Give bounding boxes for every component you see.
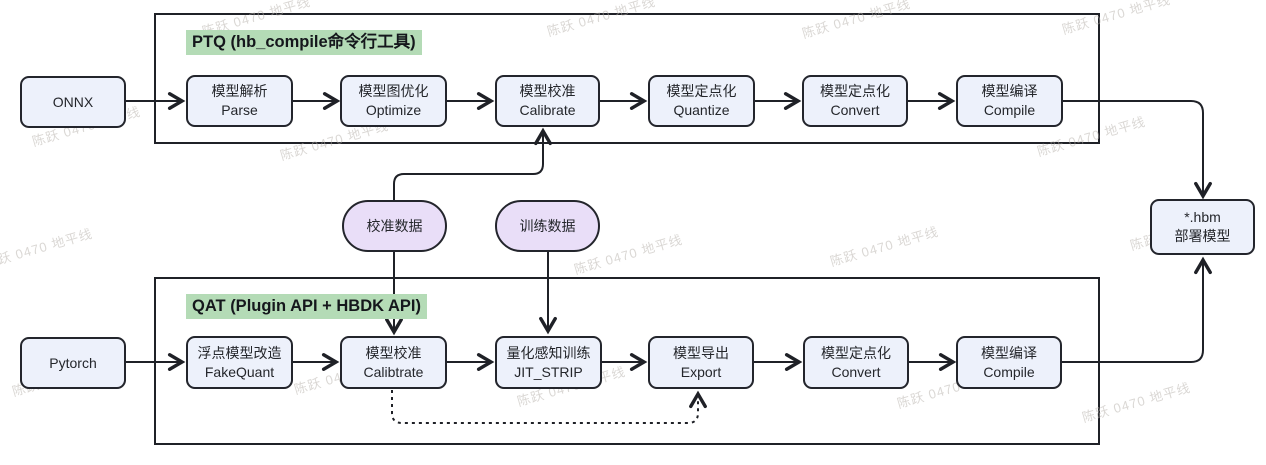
node-label-en: Calibtrate (363, 363, 424, 380)
node-label-cn: 模型编译 (981, 344, 1037, 361)
node-label-en: Calibrate (519, 102, 576, 118)
node-qat-convert: 模型定点化 Convert (803, 336, 909, 389)
node-label-en: Convert (831, 363, 881, 380)
node-label-cn: 模型编译 (981, 83, 1038, 99)
node-label-cn: 量化感知训练 (506, 344, 591, 361)
node-label-en: Convert (830, 102, 880, 118)
node-label-en: Compile (983, 363, 1035, 380)
node-label-cn: 模型解析 (211, 83, 268, 99)
node-pytorch: Pytorch (20, 337, 126, 389)
node-label-cn: 模型校准 (519, 83, 576, 99)
node-training-data: 训练数据 (495, 200, 600, 252)
node-label-en: Compile (983, 102, 1036, 118)
node-label-cn: 模型导出 (673, 344, 729, 361)
node-label-en: Parse (221, 102, 258, 118)
ptq-title: PTQ (hb_compile命令行工具) (186, 30, 422, 55)
node-label-cn: 浮点模型改造 (197, 344, 282, 361)
node-label: Pytorch (49, 354, 97, 371)
node-label-cn: 模型定点化 (666, 83, 737, 99)
node-ptq-compile: 模型编译 Compile (956, 75, 1063, 127)
node-label: ONNX (52, 93, 94, 110)
node-calibration-data: 校准数据 (342, 200, 447, 252)
arrow-ptq-compile-hbm (1063, 100, 1212, 200)
node-qat-export: 模型导出 Export (648, 336, 754, 389)
node-label-en: Optimize (365, 102, 422, 118)
qat-title: QAT (Plugin API + HBDK API) (186, 294, 428, 319)
node-qat-calibrate: 模型校准 Calibtrate (340, 336, 447, 389)
node-ptq-quantize: 模型定点化 Quantize (648, 75, 755, 127)
node-label-en: JIT_STRIP (514, 363, 583, 380)
node-label-en: Export (680, 363, 722, 380)
arrow-calibdata-ptq-calibrate (393, 127, 552, 200)
node-label-line1: *.hbm (1184, 209, 1221, 225)
node-ptq-calibrate: 模型校准 Calibrate (495, 75, 600, 127)
node-label-cn: 模型图优化 (358, 83, 429, 99)
node-ptq-convert: 模型定点化 Convert (802, 75, 908, 127)
node-label: 训练数据 (519, 217, 576, 234)
ptq-container (154, 13, 1100, 144)
node-label-cn: 模型定点化 (820, 83, 890, 99)
node-label-line2: 部署模型 (1174, 228, 1231, 244)
node-hbm-output: *.hbm 部署模型 (1150, 199, 1255, 255)
node-qat-fakequant: 浮点模型改造 FakeQuant (186, 336, 293, 389)
node-label-cn: 模型校准 (365, 344, 422, 361)
arrow-qat-compile-hbm (1062, 256, 1212, 363)
node-label-en: FakeQuant (204, 363, 275, 380)
node-onnx: ONNX (20, 76, 126, 128)
node-ptq-optimize: 模型图优化 Optimize (340, 75, 447, 127)
node-label: 校准数据 (366, 217, 423, 234)
node-label-en: Quantize (673, 102, 730, 118)
node-label-cn: 模型定点化 (821, 344, 891, 361)
node-qat-compile: 模型编译 Compile (956, 336, 1062, 389)
node-ptq-parse: 模型解析 Parse (186, 75, 293, 127)
node-qat-jitstrip: 量化感知训练 JIT_STRIP (495, 336, 602, 389)
arrow-dashed-calibrate-export (391, 390, 707, 424)
